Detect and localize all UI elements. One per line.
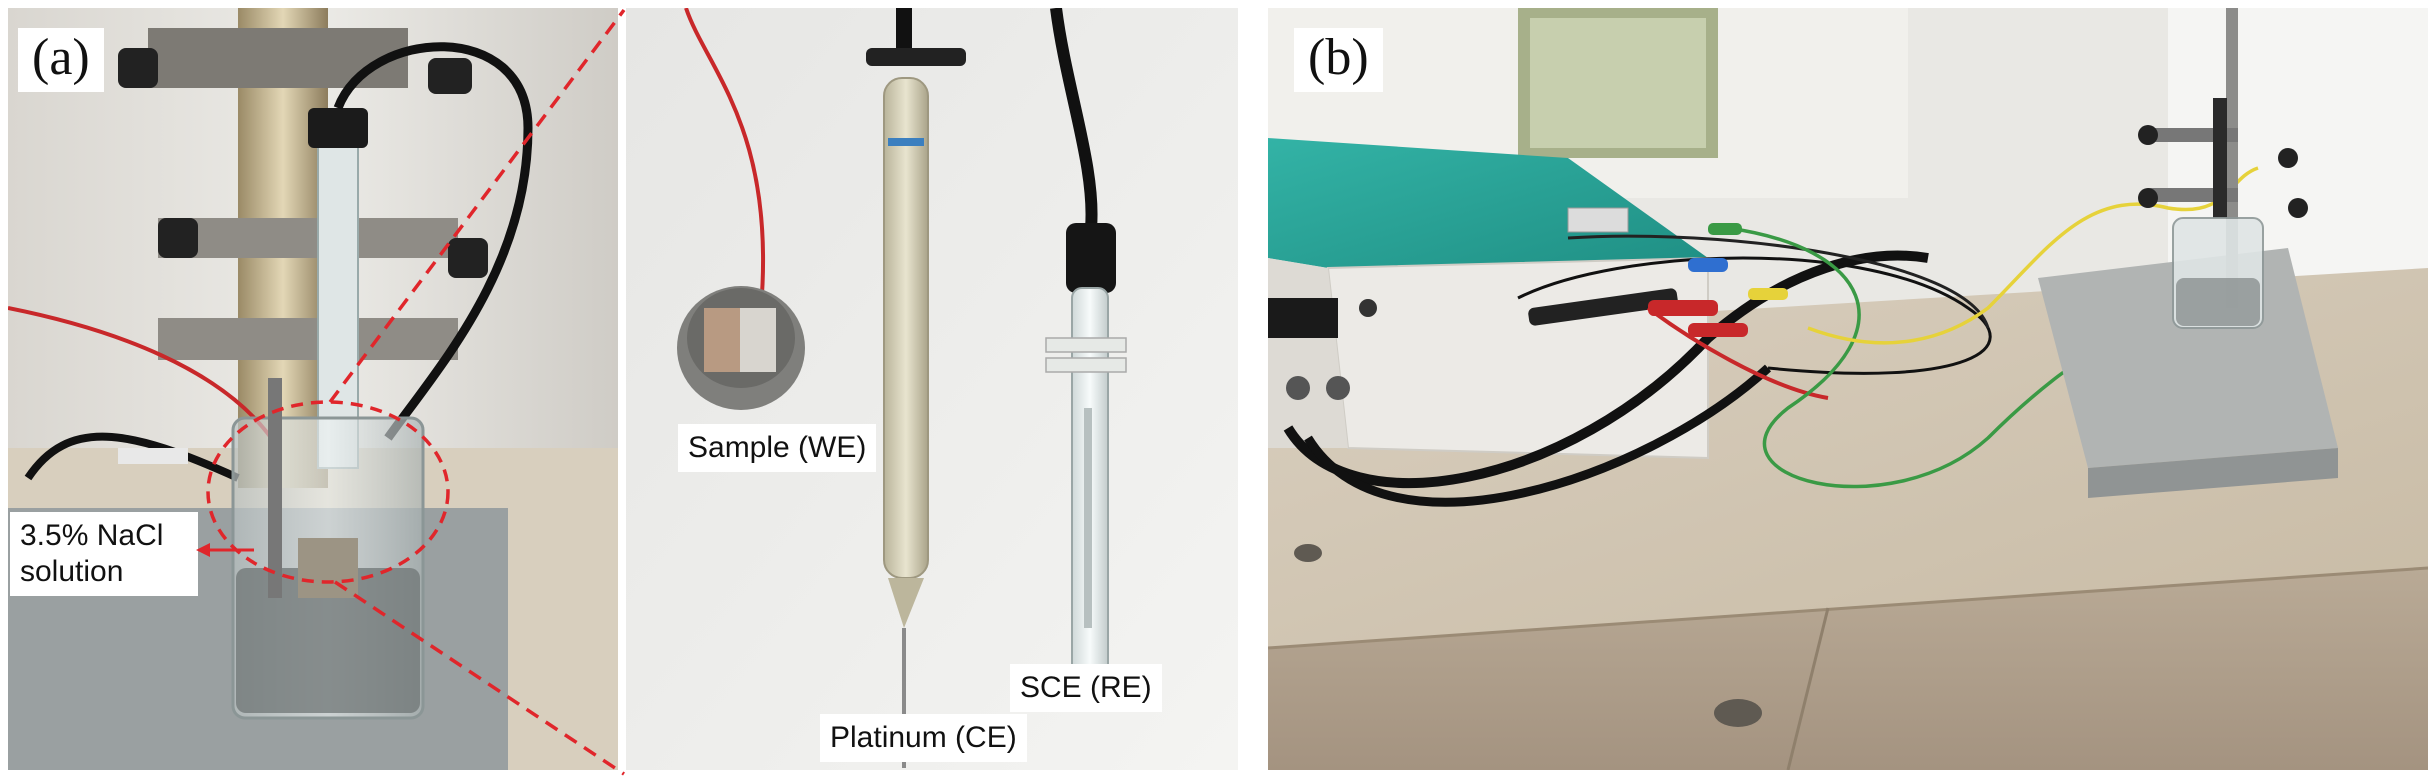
cell-setup-illustration <box>8 8 618 770</box>
red-plug <box>1648 300 1718 316</box>
instrument-front <box>1326 256 1709 460</box>
zoom-circle <box>206 400 450 584</box>
workstation-illustration <box>1268 8 2428 770</box>
green-plug <box>1708 223 1742 235</box>
re-cable <box>1050 8 1098 229</box>
cabinets <box>1268 568 2428 770</box>
electrodes-photo <box>626 8 1238 770</box>
panel-a: (a) 3.5% NaCl solution Sample (WE) Plati… <box>8 8 1238 776</box>
platinum-wire <box>902 628 906 768</box>
zoom-line-bottom <box>334 580 625 776</box>
zoom-line-top <box>328 8 626 404</box>
we-wire <box>684 8 766 309</box>
callout-sample-we: Sample (WE) <box>678 424 877 472</box>
workstation-photo <box>1268 8 2428 770</box>
cell-setup-photo <box>8 8 618 770</box>
zoom-indicator <box>206 8 626 776</box>
callout-platinum-ce: Platinum (CE) <box>820 714 1027 762</box>
blue-plug <box>1688 258 1728 272</box>
panel-b: (b) <box>1268 8 2428 770</box>
cable-main <box>1283 250 1929 489</box>
callout-arrow <box>196 543 254 557</box>
ce-rod <box>883 77 929 579</box>
electrodes-illustration <box>626 8 1238 770</box>
panel-a-label: (a) <box>18 28 104 92</box>
panel-b-label: (b) <box>1294 28 1383 92</box>
callout-nacl-solution: 3.5% NaCl solution <box>10 512 198 596</box>
callout-sce-re: SCE (RE) <box>1010 664 1162 712</box>
